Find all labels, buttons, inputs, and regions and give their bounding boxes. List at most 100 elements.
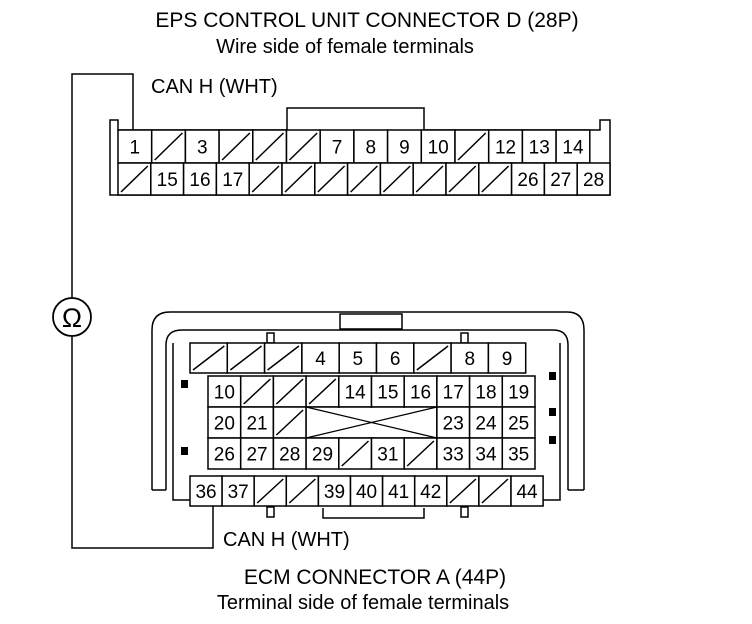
empty-terminal-slash — [251, 165, 280, 193]
terminal-cell — [239, 437, 275, 470]
terminal-number: 41 — [388, 482, 409, 503]
terminal-number: 20 — [214, 414, 235, 435]
terminal-number: 14 — [562, 138, 584, 159]
empty-terminal-slash — [256, 478, 284, 504]
terminal-cell — [239, 406, 275, 439]
empty-terminal-slash — [288, 132, 318, 161]
terminal-number: 26 — [517, 170, 538, 191]
terminal-cell — [487, 129, 524, 164]
empty-terminal-slash — [120, 165, 149, 193]
terminal-number: 16 — [410, 383, 431, 404]
terminal-number: 10 — [428, 138, 449, 159]
terminal-number: 6 — [390, 349, 401, 370]
empty-terminal-slash — [481, 165, 510, 193]
terminal-cell — [272, 437, 307, 470]
terminal-cell — [468, 437, 504, 470]
empty-terminal-slash — [317, 165, 346, 193]
terminal-cell — [576, 162, 611, 196]
terminal-cell — [184, 129, 220, 164]
empty-terminal-slash — [457, 132, 487, 161]
terminal-number: 18 — [475, 383, 496, 404]
terminal-number: 8 — [464, 349, 475, 370]
terminal-number: 27 — [246, 445, 267, 466]
terminal-cell — [338, 342, 378, 374]
merged-blank-cross — [305, 406, 438, 439]
terminal-number: 34 — [475, 445, 497, 466]
empty-terminal-slash — [192, 345, 225, 371]
empty-terminal-slash — [341, 440, 370, 467]
terminal-number: 5 — [353, 349, 364, 370]
empty-terminal-slash — [415, 165, 444, 193]
terminal-cell — [487, 342, 527, 374]
terminal-number: 39 — [324, 482, 345, 503]
terminal-number: 26 — [214, 445, 235, 466]
connector-d-housing — [109, 107, 611, 196]
connector-d-subtitle: Wire side of female terminals — [216, 36, 474, 58]
terminal-number: 15 — [157, 170, 178, 191]
empty-terminal-slash — [416, 345, 449, 371]
terminal-cell — [207, 437, 242, 470]
terminal-cell — [301, 342, 340, 374]
connector-a-housing — [151, 311, 585, 519]
terminal-number: 14 — [345, 383, 367, 404]
terminal-cell — [370, 437, 405, 470]
terminal-number: 3 — [197, 138, 208, 159]
empty-terminal-slash — [243, 378, 271, 405]
terminal-number: 13 — [529, 138, 550, 159]
ohm-symbol: Ω — [62, 303, 82, 333]
terminal-number: 17 — [222, 170, 243, 191]
terminal-cell — [319, 129, 355, 164]
terminal-number: 12 — [495, 138, 516, 159]
connector-d-title: EPS CONTROL UNIT CONNECTOR D (28P) — [155, 9, 578, 32]
terminal-cell — [207, 406, 242, 439]
terminal-number: 19 — [508, 383, 529, 404]
terminal-number: 29 — [312, 445, 333, 466]
terminal-cell — [510, 162, 546, 196]
terminal-cell — [450, 342, 490, 374]
connector-a-pegs — [266, 332, 469, 518]
terminal-cell — [555, 129, 591, 164]
terminal-cell — [403, 375, 438, 408]
terminal-number: 31 — [377, 445, 398, 466]
terminal-cell — [386, 129, 423, 164]
terminal-cell — [501, 406, 536, 439]
empty-terminal-slash — [267, 345, 300, 371]
terminal-cell — [317, 475, 352, 507]
terminal-cell — [501, 437, 536, 470]
terminal-cell — [436, 375, 471, 408]
terminal-number: 40 — [356, 482, 377, 503]
terminal-cell — [189, 475, 223, 507]
probe-wire — [71, 73, 214, 549]
terminal-cell — [420, 129, 456, 164]
terminal-cell — [436, 406, 471, 439]
terminal-cell — [375, 342, 415, 374]
terminal-number: 25 — [508, 414, 529, 435]
terminal-number: 37 — [228, 482, 249, 503]
connector-a-probe-label: CAN H (WHT) — [223, 529, 350, 551]
connector-a-subtitle: Terminal side of female terminals — [217, 592, 509, 614]
empty-terminal-slash — [288, 478, 316, 504]
empty-terminal-slash — [275, 378, 304, 405]
terminal-cell — [349, 475, 384, 507]
empty-terminal-slash — [448, 165, 477, 193]
terminal-number: 10 — [214, 383, 235, 404]
empty-terminal-slash — [481, 478, 509, 504]
terminal-number: 8 — [365, 138, 376, 159]
empty-terminal-slash — [308, 378, 337, 405]
terminal-number: 9 — [502, 349, 513, 370]
terminal-number: 1 — [130, 138, 141, 159]
terminal-number: 7 — [332, 138, 343, 159]
terminal-cell — [468, 375, 504, 408]
terminal-cell — [510, 475, 544, 507]
terminal-cell — [215, 162, 250, 196]
connector-d-probe-label: CAN H (WHT) — [151, 76, 278, 98]
terminal-number: 9 — [399, 138, 410, 159]
terminal-number: 15 — [377, 383, 398, 404]
empty-terminal-slash — [221, 132, 251, 161]
terminal-number: 24 — [475, 414, 497, 435]
terminal-cell — [468, 406, 504, 439]
terminal-number: 21 — [246, 414, 267, 435]
empty-terminal-slash — [154, 132, 183, 161]
